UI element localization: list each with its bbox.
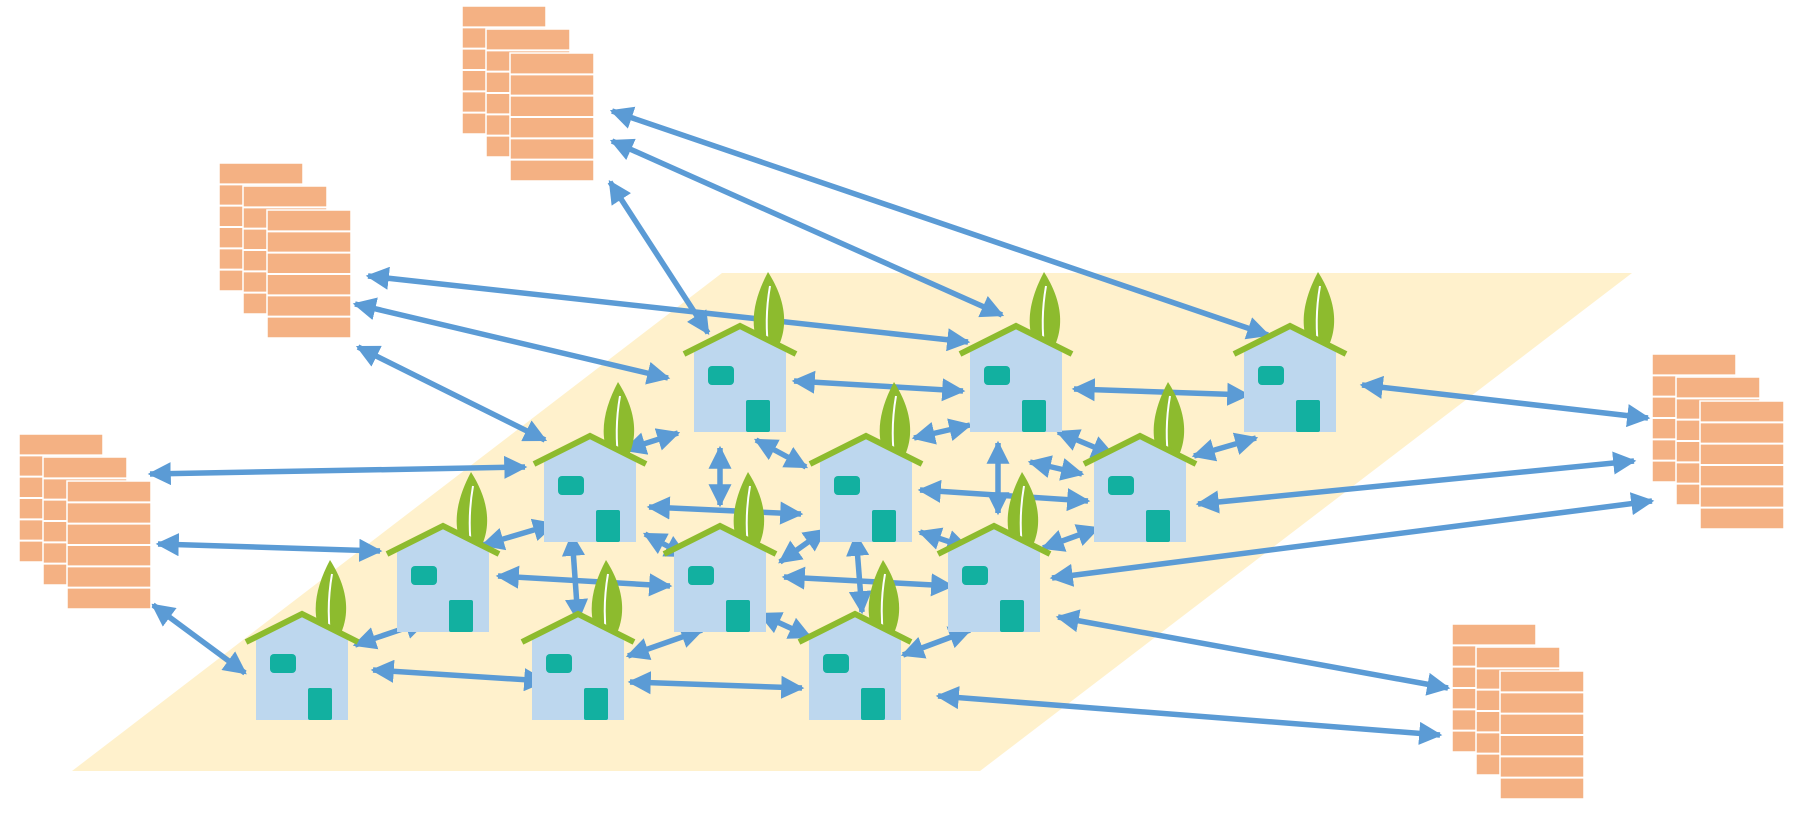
connection-arrow bbox=[561, 532, 589, 623]
house-icon bbox=[244, 560, 360, 720]
house-icon bbox=[958, 272, 1074, 432]
door bbox=[584, 688, 608, 720]
door bbox=[746, 400, 770, 432]
house-icon bbox=[532, 382, 648, 542]
house-icon bbox=[1232, 272, 1348, 432]
house-icon bbox=[682, 272, 798, 432]
door bbox=[726, 600, 750, 632]
door bbox=[1000, 600, 1024, 632]
window bbox=[688, 566, 714, 585]
door bbox=[308, 688, 332, 720]
door bbox=[596, 510, 620, 542]
connection-arrow bbox=[355, 344, 548, 443]
house-icon bbox=[797, 560, 913, 720]
door bbox=[872, 510, 896, 542]
house-icon bbox=[1082, 382, 1198, 542]
connection-arrow bbox=[627, 671, 805, 699]
window bbox=[411, 566, 437, 585]
window bbox=[962, 566, 988, 585]
connection-arrow bbox=[1027, 455, 1085, 481]
window bbox=[834, 476, 860, 495]
connection-arrow bbox=[1049, 492, 1655, 587]
connection-arrow bbox=[147, 455, 528, 486]
connection-arrow bbox=[370, 659, 548, 692]
house-icon bbox=[385, 472, 501, 632]
window bbox=[558, 476, 584, 495]
connection-arrow bbox=[151, 602, 247, 676]
house-icon bbox=[808, 382, 924, 542]
houses bbox=[244, 272, 1348, 720]
connection-arrow bbox=[1071, 378, 1251, 406]
connection-arrow bbox=[900, 626, 973, 659]
building-icon bbox=[1651, 353, 1785, 530]
window bbox=[270, 654, 296, 673]
door bbox=[1146, 510, 1170, 542]
connection-arrow bbox=[155, 533, 383, 562]
connection-arrow bbox=[911, 418, 973, 445]
building-icon bbox=[18, 433, 152, 610]
house-icon bbox=[936, 472, 1052, 632]
connection-arrow bbox=[1191, 432, 1259, 462]
building-icon bbox=[218, 162, 352, 339]
window bbox=[1258, 366, 1284, 385]
connection-arrow bbox=[753, 437, 809, 470]
door bbox=[861, 688, 885, 720]
building-icon bbox=[1451, 623, 1585, 800]
connection-arrow bbox=[622, 428, 681, 455]
window bbox=[984, 366, 1010, 385]
connection-arrow bbox=[480, 518, 557, 551]
connection-arrow bbox=[1359, 375, 1651, 428]
connection-arrows bbox=[147, 106, 1655, 745]
window bbox=[823, 654, 849, 673]
door bbox=[1022, 400, 1046, 432]
door bbox=[1296, 400, 1320, 432]
connection-arrow bbox=[1055, 609, 1451, 696]
connection-arrow bbox=[646, 496, 804, 525]
house-icon bbox=[662, 472, 778, 632]
connection-arrow bbox=[791, 370, 966, 402]
window bbox=[546, 654, 572, 673]
connection-arrow bbox=[625, 625, 705, 661]
connection-arrow bbox=[935, 686, 1443, 745]
door bbox=[449, 600, 473, 632]
window bbox=[1108, 476, 1134, 495]
house-icon bbox=[520, 560, 636, 720]
connection-arrow bbox=[1040, 524, 1101, 552]
connection-arrow bbox=[781, 566, 955, 597]
connection-arrow bbox=[352, 297, 671, 385]
building-icon bbox=[461, 5, 595, 182]
external-buildings bbox=[18, 5, 1785, 800]
connection-arrow bbox=[757, 611, 813, 640]
window bbox=[708, 366, 734, 385]
connection-arrow bbox=[609, 106, 1271, 340]
connection-arrow bbox=[778, 527, 827, 565]
